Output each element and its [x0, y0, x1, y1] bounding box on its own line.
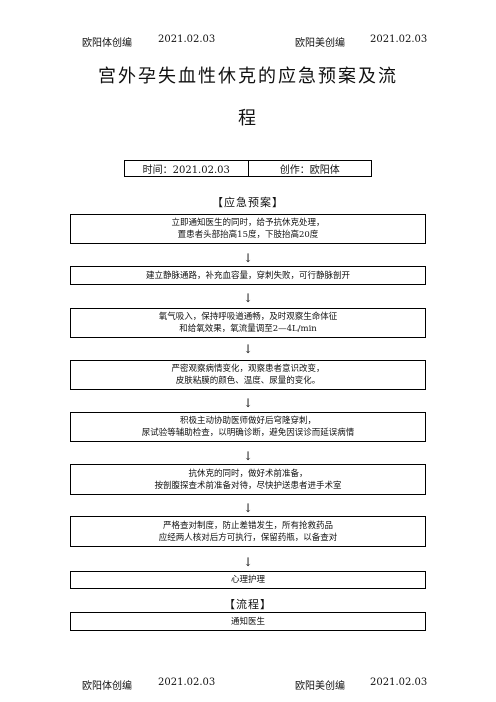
step-6-line2: 按剖腹探查术前准备对待，尽快护送患者进手术室	[154, 480, 342, 491]
step-4-line1: 严密观察病情变化，观察患者意识改变，	[171, 364, 325, 374]
header-author-right: 欧阳美创编	[295, 38, 345, 49]
step-box-4: 严密观察病情变化，观察患者意识改变， 皮肤粘膜的颜色、温度、尿量的变化。	[70, 360, 426, 390]
flow-box-1: 通知医生	[70, 612, 426, 631]
step-box-7: 严格查对制度，防止差错发生，所有抢救药品 应经两人核对后方可执行，保留药瓶，以备…	[70, 516, 426, 547]
step-4-line2: 皮肤粘膜的颜色、温度、尿量的变化。	[175, 376, 321, 386]
step-box-6: 抗休克的同时，做好术前准备， 按剖腹探查术前准备对待，尽快护送患者进手术室	[70, 464, 426, 495]
step-box-3: 氧气吸入，保持呼吸道通畅，及时观察生命体征 和给氧效果，氧流量调至2—4L/mi…	[70, 308, 426, 338]
arrow-down-icon: ↓	[242, 342, 254, 356]
page-footer: 欧阳体创编 2021.02.03 欧阳美创编 2021.02.03	[0, 677, 496, 692]
page-header: 欧阳体创编 2021.02.03 欧阳美创编 2021.02.03	[0, 34, 496, 49]
header-date-left: 2021.02.03	[158, 34, 216, 45]
meta-table: 时间：2021.02.03 创作：欧阳体	[124, 160, 372, 177]
step-6-line1: 抗休克的同时，做好术前准备，	[188, 468, 308, 479]
step-1-line2: 置患者头部抬高15度，下肢抬高20度	[177, 230, 319, 240]
header-date-right: 2021.02.03	[370, 34, 428, 45]
step-7-line2: 应经两人核对后方可执行，保留药瓶，以备查对	[158, 532, 338, 543]
step-5-line2: 尿试验等辅助检查，以明确诊断，避免因误诊而延误病情	[141, 428, 355, 438]
section-flow-heading: 【流程】	[224, 598, 272, 611]
step-3-line1: 氧气吸入，保持呼吸道通畅，及时观察生命体征	[158, 312, 338, 322]
arrow-down-icon: ↓	[242, 291, 254, 305]
step-2-line1: 建立静脉通路，补充血容量，穿刺失败，可行静脉剖开	[145, 270, 350, 281]
step-box-1: 立即通知医生的同时，给予抗休克处理， 置患者头部抬高15度，下肢抬高20度	[70, 214, 426, 244]
step-8-line1: 心理护理	[230, 575, 265, 585]
meta-time-cell: 时间：2021.02.03	[142, 165, 230, 176]
footer-author-left: 欧阳体创编	[82, 681, 132, 692]
step-box-8: 心理护理	[70, 571, 426, 589]
header-author-left: 欧阳体创编	[82, 38, 132, 49]
arrow-down-icon: ↓	[242, 501, 254, 515]
flow-1-line1: 通知医生	[230, 616, 265, 627]
footer-author-right: 欧阳美创编	[295, 681, 345, 692]
document-title-line1: 宫外孕失血性休克的应急预案及流	[98, 66, 398, 87]
step-5-line1: 积极主动协助医师做好后穹隆穿刺，	[179, 416, 316, 426]
arrow-down-icon: ↓	[242, 396, 254, 410]
arrow-down-icon: ↓	[242, 449, 254, 463]
section-emergency-plan-heading: 【应急预案】	[212, 196, 284, 209]
meta-author-cell: 创作：欧阳体	[247, 161, 372, 176]
footer-date-left: 2021.02.03	[158, 677, 216, 688]
arrow-down-icon: ↓	[242, 555, 254, 569]
document-title-line2: 程	[238, 108, 258, 129]
step-3-line2: 和给氧效果，氧流量调至2—4L/min	[179, 324, 317, 334]
arrow-down-icon: ↓	[242, 251, 254, 265]
footer-date-right: 2021.02.03	[370, 677, 428, 688]
step-7-line1: 严格查对制度，防止差错发生，所有抢救药品	[162, 520, 333, 531]
step-1-line1: 立即通知医生的同时，给予抗休克处理，	[171, 218, 325, 228]
step-box-5: 积极主动协助医师做好后穹隆穿刺， 尿试验等辅助检查，以明确诊断，避免因误诊而延误…	[70, 412, 426, 442]
step-box-2: 建立静脉通路，补充血容量，穿刺失败，可行静脉剖开	[70, 266, 426, 285]
